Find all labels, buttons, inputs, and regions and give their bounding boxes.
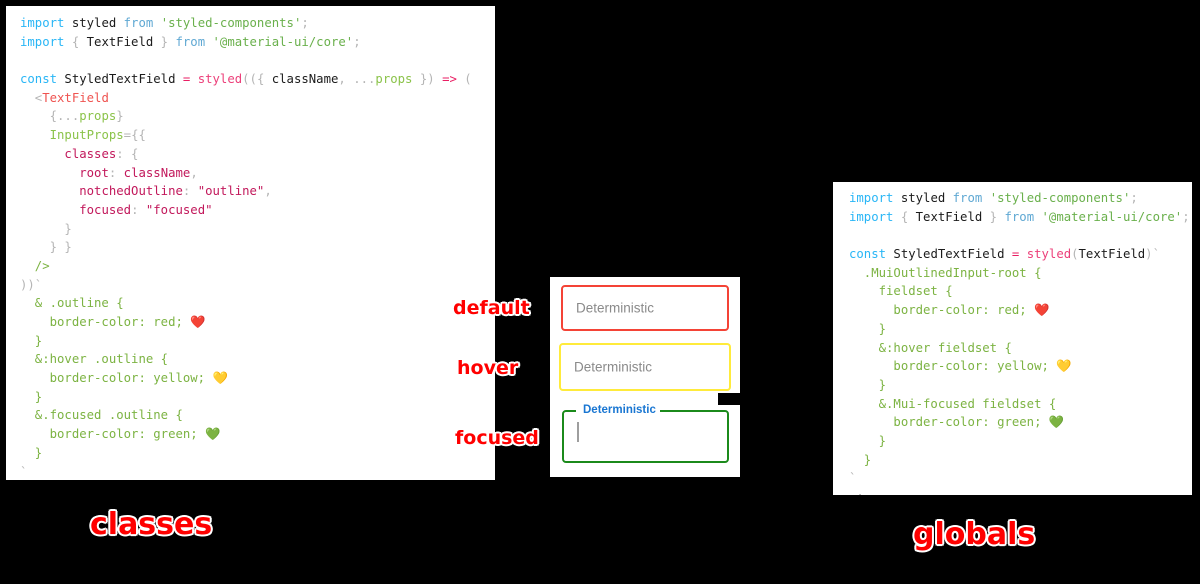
code-panel-classes: import styled from 'styled-components'; i…: [6, 6, 495, 480]
code-panel-globals: import styled from 'styled-components'; i…: [833, 182, 1192, 495]
code-line: }: [849, 377, 887, 392]
caption-globals: globals: [913, 517, 1036, 552]
code-line: [849, 226, 1192, 245]
code-line: border-color: red; ❤️: [849, 303, 1050, 318]
code-line: import { TextField } from '@material-ui/…: [20, 34, 361, 49]
code-line: ;: [849, 488, 1192, 495]
code-line: const StyledTextField = styled(({ classN…: [20, 72, 472, 87]
code-line: & .outline {: [20, 296, 124, 311]
code-line: }: [20, 333, 43, 348]
code-line: import styled from 'styled-components';: [20, 16, 309, 30]
textfield-focused[interactable]: Deterministic: [562, 403, 729, 463]
code-line: }: [849, 452, 872, 467]
code-line: }: [20, 445, 43, 460]
panel-cutout: [718, 393, 740, 405]
code-line: }: [849, 433, 887, 448]
textfield-hover-value: Deterministic: [574, 359, 653, 375]
code-line: border-color: yellow; 💛: [849, 359, 1072, 374]
code-line: import styled from 'styled-components';: [849, 191, 1138, 205]
textfield-focused-label: Deterministic: [580, 403, 659, 417]
code-line: &:hover fieldset {: [849, 340, 1012, 355]
code-line: }: [849, 321, 887, 336]
caption-classes: classes: [90, 507, 213, 542]
code-line: } }: [20, 240, 72, 255]
textfield-hover[interactable]: Deterministic: [559, 343, 731, 391]
code-line: classes: {: [64, 146, 139, 161]
code-line: `: [849, 471, 857, 486]
code-line: <TextField: [20, 90, 109, 105]
textfield-demo-panel: Deterministic Deterministic Deterministi…: [550, 277, 740, 477]
code-line: border-color: yellow; 💛: [20, 371, 228, 386]
code-line: &:hover .outline {: [20, 352, 169, 367]
code-line: root: className,: [79, 165, 198, 180]
code-line: border-color: green; 💚: [20, 427, 221, 442]
code-block-classes: import styled from 'styled-components'; i…: [6, 6, 495, 480]
code-line: border-color: green; 💚: [849, 415, 1065, 430]
annotation-default: default: [453, 297, 530, 319]
code-line: ))`: [20, 277, 43, 292]
code-line: />: [20, 258, 50, 273]
code-line: &.focused .outline {: [20, 408, 183, 423]
code-line: .MuiOutlinedInput-root {: [849, 265, 1042, 280]
code-line: }: [20, 221, 72, 236]
annotation-focused: focused: [455, 427, 539, 449]
annotation-hover: hover: [457, 357, 519, 379]
code-line: &.Mui-focused fieldset {: [849, 396, 1057, 411]
code-line: }: [20, 389, 43, 404]
code-block-globals: import styled from 'styled-components'; i…: [833, 182, 1192, 495]
code-line: `: [20, 464, 28, 479]
code-line: {...props}: [20, 109, 124, 124]
code-line: fieldset {: [849, 284, 953, 299]
textfield-default-value: Deterministic: [576, 300, 655, 316]
code-line: notchedOutline: "outline",: [79, 184, 272, 199]
code-line: const StyledTextField = styled(TextField…: [849, 247, 1160, 262]
code-line: [20, 51, 495, 70]
code-line: InputProps={{: [49, 128, 146, 143]
textfield-default[interactable]: Deterministic: [561, 285, 729, 331]
text-caret: [577, 422, 579, 442]
code-line: import { TextField } from '@material-ui/…: [849, 209, 1190, 224]
code-line: border-color: red; ❤️: [20, 315, 206, 329]
code-line: focused: "focused": [79, 202, 213, 217]
